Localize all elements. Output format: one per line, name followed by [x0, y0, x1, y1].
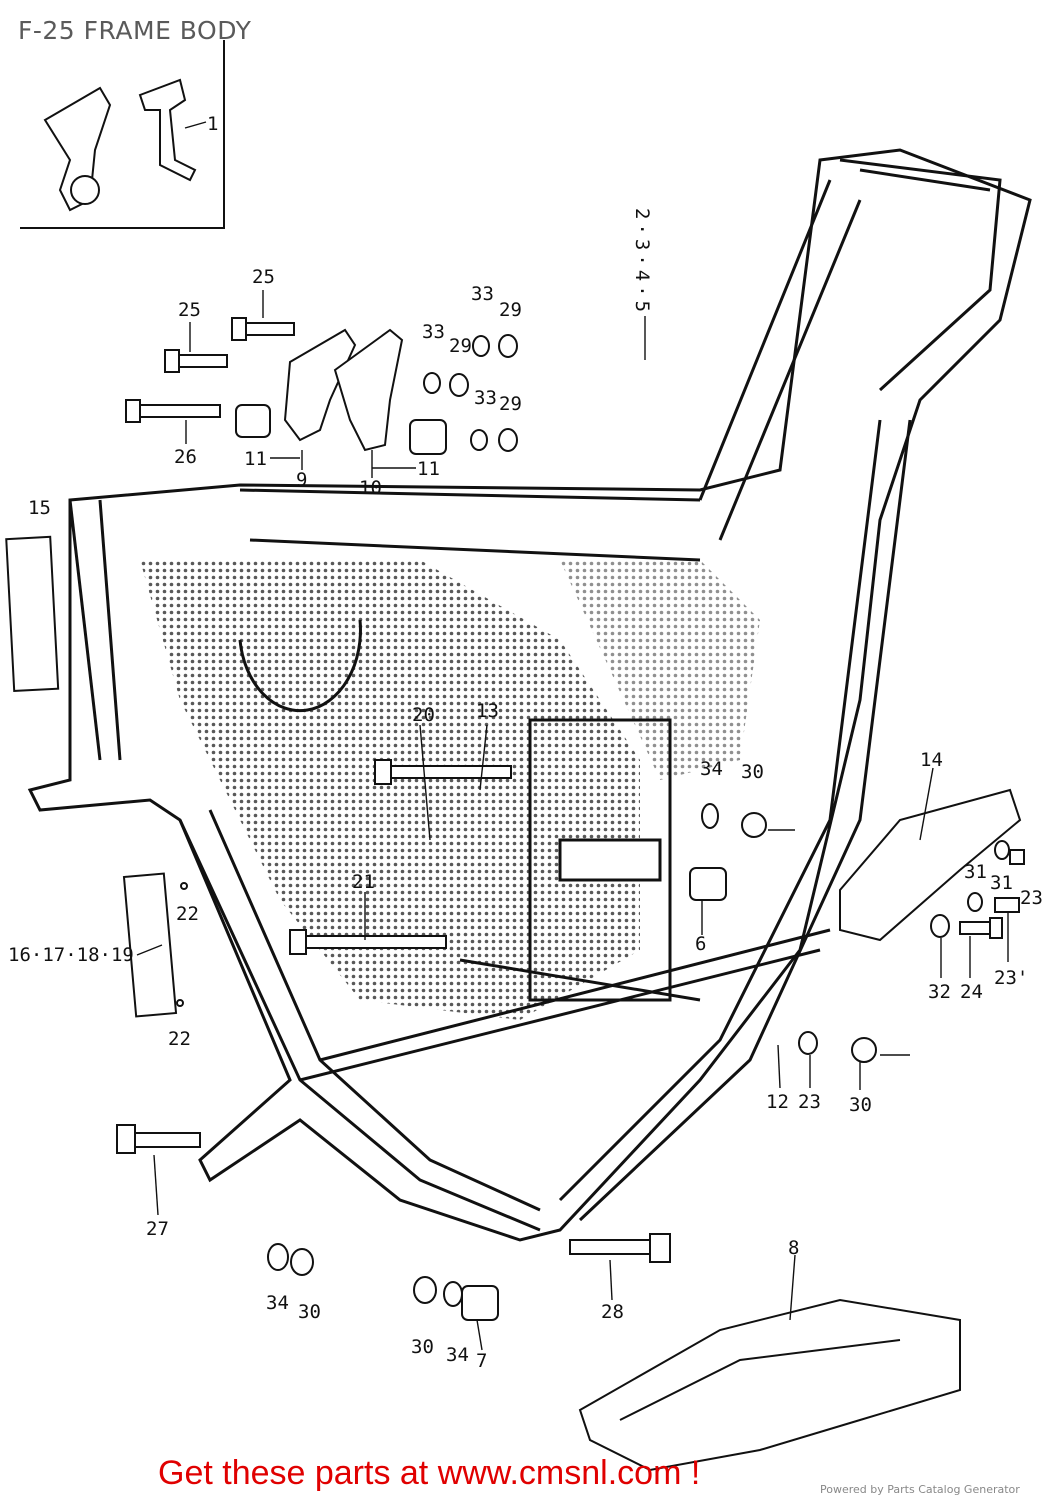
- inset-box: [20, 40, 225, 229]
- callout-30d: 30: [411, 1336, 434, 1358]
- callout-31a: 31: [964, 861, 987, 883]
- frame-tube-lines: [68, 158, 1002, 1232]
- bolt-21: [289, 929, 447, 955]
- callout-24: 24: [960, 981, 983, 1003]
- callout-11b: 11: [417, 458, 440, 480]
- callout-23c: 23: [798, 1091, 821, 1113]
- callout-16-17-18-19: 16·17·18·19: [8, 944, 134, 966]
- bolt-25a: [231, 317, 295, 341]
- callout-13: 13: [476, 700, 499, 722]
- callout-23a: 23: [1020, 887, 1043, 909]
- callout-15: 15: [28, 497, 51, 519]
- callout-23b: 23': [994, 967, 1028, 989]
- bolt-28: [569, 1233, 671, 1263]
- callout-28: 28: [601, 1301, 624, 1323]
- callout-34c: 34: [446, 1344, 469, 1366]
- page-title: F-25 FRAME BODY: [18, 16, 252, 45]
- bolt-27: [116, 1124, 201, 1154]
- engine-mount-plates: [283, 328, 404, 452]
- callout-labels: 1 2·3·4·5 25 25 26 33 29 33 29 33 29 11 …: [8, 113, 1043, 1372]
- callout-33a: 33: [471, 283, 494, 305]
- callout-7: 7: [476, 1350, 487, 1372]
- callout-11a: 11: [244, 448, 267, 470]
- bolt-23a: [1009, 849, 1025, 865]
- footer-link-text[interactable]: Get these parts at www.cmsnl.com !: [158, 1454, 701, 1492]
- bolt-23b: [994, 897, 1020, 913]
- callout-1: 1: [207, 113, 218, 135]
- callout-29a: 29: [499, 299, 522, 321]
- callout-33c: 33: [474, 387, 497, 409]
- callout-30c: 30: [298, 1301, 321, 1323]
- callout-9: 9: [296, 469, 307, 491]
- callout-31b: 31: [990, 872, 1013, 894]
- callout-27: 27: [146, 1218, 169, 1240]
- callout-34b: 34: [266, 1292, 289, 1314]
- bolt-24: [959, 917, 1003, 939]
- callout-22b: 22: [168, 1028, 191, 1050]
- callout-32: 32: [928, 981, 951, 1003]
- inset-bracket-drawing: [43, 78, 197, 212]
- callout-34a: 34: [700, 758, 723, 780]
- callout-29b: 29: [449, 335, 472, 357]
- callout-2-3-4-5: 2·3·4·5: [631, 208, 653, 316]
- bolt-25b: [164, 349, 228, 373]
- bolt-26: [125, 399, 221, 423]
- callout-8: 8: [788, 1237, 799, 1259]
- powered-by-credit: Powered by Parts Catalog Generator: [820, 1483, 1020, 1496]
- part-8-skid-plate: [578, 1298, 961, 1472]
- bolts: [116, 317, 1025, 1263]
- nuts-and-washers: [176, 334, 1010, 1321]
- callout-22a: 22: [176, 903, 199, 925]
- callout-12: 12: [766, 1091, 789, 1113]
- callout-6: 6: [695, 933, 706, 955]
- callout-21: 21: [352, 871, 375, 893]
- callout-14: 14: [920, 749, 943, 771]
- callout-25a: 25: [252, 266, 275, 288]
- part-14-bracket: [839, 788, 1022, 942]
- callout-33b: 33: [422, 321, 445, 343]
- part-15-plate: [5, 535, 60, 692]
- callout-30b: 30: [849, 1094, 872, 1116]
- callout-26: 26: [174, 446, 197, 468]
- callout-10: 10: [359, 477, 382, 499]
- part-16-19-badge: [122, 872, 178, 1018]
- frame-halftone-shading: [140, 560, 760, 1020]
- callout-25b: 25: [178, 299, 201, 321]
- callout-20: 20: [412, 704, 435, 726]
- callout-30a: 30: [741, 761, 764, 783]
- leader-lines: [136, 121, 1009, 1351]
- callout-29c: 29: [499, 393, 522, 415]
